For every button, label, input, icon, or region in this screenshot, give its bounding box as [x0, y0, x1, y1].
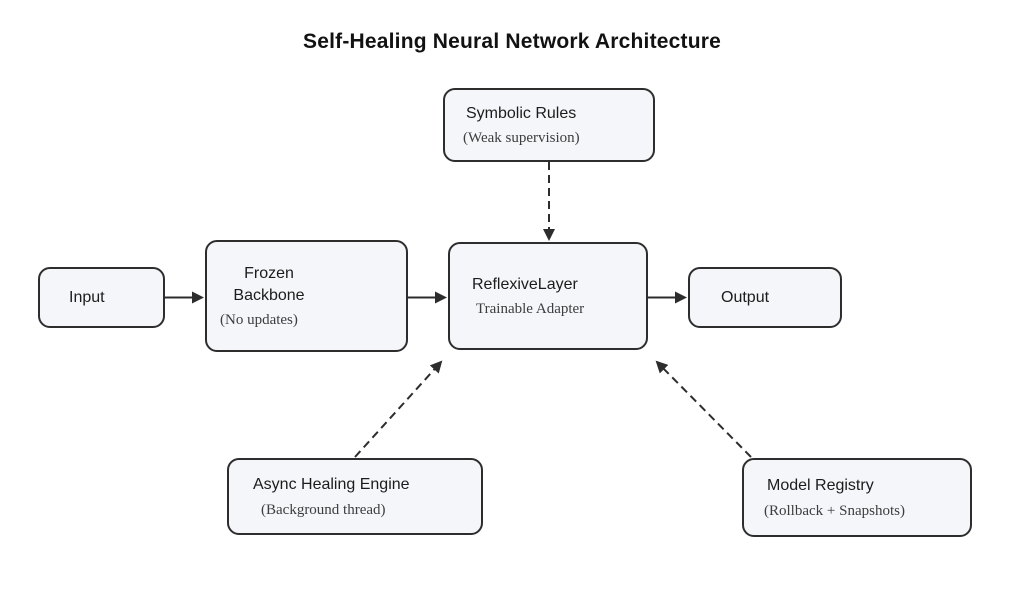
- node-sublabel: (Weak supervision): [463, 130, 580, 147]
- node-model-registry: Model Registry (Rollback + Snapshots): [742, 458, 972, 537]
- node-frozen-backbone-content: Frozen Backbone (No updates): [220, 263, 315, 329]
- node-input-content: Input: [69, 287, 105, 309]
- node-sublabel: (No updates): [220, 312, 298, 329]
- node-symbolic-rules-content: Symbolic Rules (Weak supervision): [463, 103, 580, 148]
- node-sublabel: (Background thread): [261, 501, 386, 518]
- edge-model-registry-to-reflexive: [655, 360, 752, 458]
- node-output: Output: [688, 267, 842, 328]
- node-async-healing-engine-content: Async Healing Engine (Background thread): [253, 474, 410, 519]
- node-sublabel: (Rollback + Snapshots): [764, 502, 905, 519]
- node-label: Model Registry: [767, 477, 874, 495]
- diagram-title: Self-Healing Neural Network Architecture: [303, 30, 721, 53]
- node-label: Async Healing Engine: [253, 476, 410, 494]
- node-label: ReflexiveLayer: [472, 275, 578, 293]
- node-reflexive-layer-content: ReflexiveLayer Trainable Adapter: [472, 274, 584, 319]
- node-sublabel: Trainable Adapter: [476, 301, 585, 318]
- node-output-content: Output: [721, 287, 769, 309]
- node-async-healing-engine: Async Healing Engine (Background thread): [227, 458, 483, 535]
- node-label: Symbolic Rules: [466, 104, 577, 122]
- node-label: Output: [721, 288, 770, 306]
- node-symbolic-rules: Symbolic Rules (Weak supervision): [443, 88, 655, 162]
- node-label: Frozen Backbone: [233, 264, 305, 304]
- edge-async-healing-to-reflexive: [354, 360, 443, 458]
- node-input: Input: [38, 267, 165, 328]
- node-reflexive-layer: ReflexiveLayer Trainable Adapter: [448, 242, 648, 350]
- node-model-registry-content: Model Registry (Rollback + Snapshots): [764, 475, 905, 520]
- node-label: Input: [69, 288, 105, 306]
- node-frozen-backbone: Frozen Backbone (No updates): [205, 240, 408, 352]
